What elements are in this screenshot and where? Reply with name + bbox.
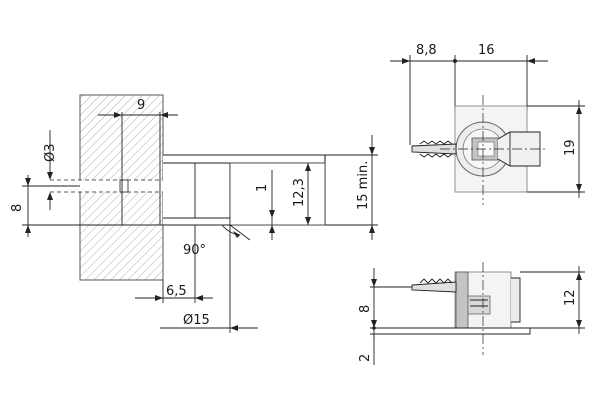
dim-8-side-label: 8 <box>358 305 373 313</box>
dim-dia15-label: Ø15 <box>183 313 210 328</box>
dim-16-label: 16 <box>478 43 495 58</box>
dim-6-5-label: 6,5 <box>166 284 187 299</box>
dim-9-label: 9 <box>137 98 145 113</box>
dim-8-8-label: 8,8 <box>416 43 437 58</box>
dim-12-label: 12 <box>563 289 578 306</box>
section-view: 9 Ø3 8 1 12,3 15 min. 90° <box>10 94 378 333</box>
side-view: 8 2 12 <box>358 262 585 365</box>
dim-90deg-label: 90° <box>183 243 206 258</box>
dim-8-left-label: 8 <box>10 204 25 212</box>
dim-19-label: 19 <box>563 139 578 156</box>
top-view: 8,8 16 19 <box>390 43 585 205</box>
dim-12-3-label: 12,3 <box>292 178 307 207</box>
dim-dia3-label: Ø3 <box>43 143 58 162</box>
dim-15min-label: 15 min. <box>356 161 371 210</box>
dim-1-label: 1 <box>255 184 270 192</box>
dim-2-label: 2 <box>358 354 373 362</box>
